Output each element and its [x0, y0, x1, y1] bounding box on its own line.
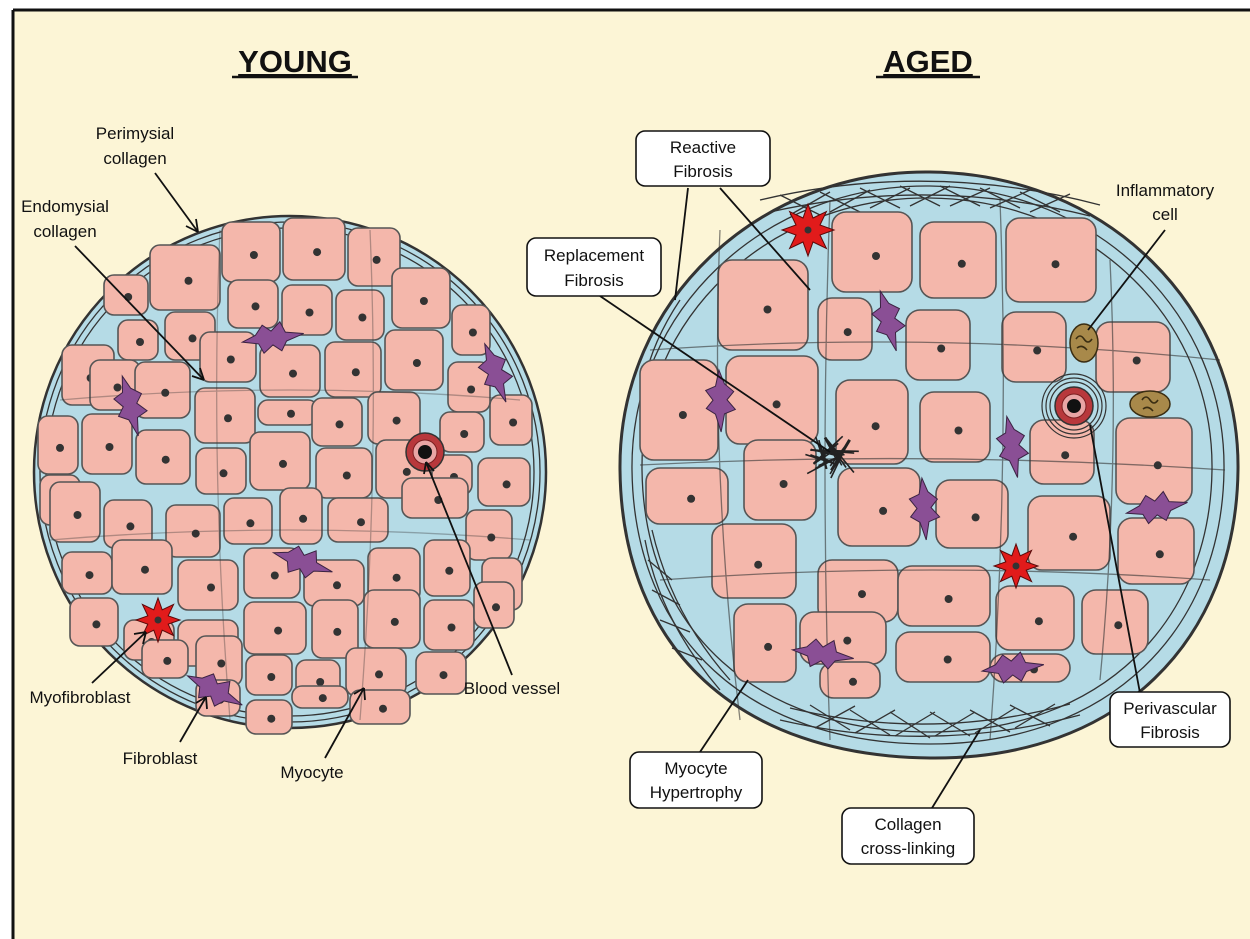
myocyte-icon — [744, 440, 816, 520]
myocyte-icon — [222, 222, 280, 282]
myocyte-icon — [734, 604, 796, 682]
replacement-label-1: Replacement — [544, 246, 644, 265]
young-tissue — [34, 216, 546, 734]
blood-vessel-label: Blood vessel — [464, 679, 560, 698]
myocyte-icon — [283, 218, 345, 280]
myocyte-icon — [838, 468, 920, 546]
myocyte-icon — [364, 590, 420, 648]
myocyte-icon — [832, 212, 912, 292]
myocyte-icon — [392, 268, 450, 328]
crosslinking-label-2: cross-linking — [861, 839, 955, 858]
fibroblast-label: Fibroblast — [123, 749, 198, 768]
myocyte-icon — [1030, 420, 1094, 484]
myocyte-icon — [112, 540, 172, 594]
endomysial-label-1: Endomysial — [21, 197, 109, 216]
myocyte-icon — [1116, 418, 1192, 504]
myocyte-icon — [896, 632, 990, 682]
inflammatory-label-1: Inflammatory — [1116, 181, 1215, 200]
inflammatory-cell-icon — [1130, 391, 1170, 417]
myocyte-icon — [1096, 322, 1170, 392]
myocyte-icon — [996, 586, 1074, 650]
replacement-label-2: Fibrosis — [564, 271, 624, 290]
myocyte-icon — [920, 222, 996, 298]
inflammatory-cell-icon — [1070, 324, 1098, 362]
myocyte-icon — [640, 360, 718, 460]
myofibroblast-label: Myofibroblast — [29, 688, 130, 707]
inflammatory-label-2: cell — [1152, 205, 1178, 224]
myocyte-icon — [1028, 496, 1110, 570]
myocyte-icon — [1006, 218, 1096, 302]
perivascular-label-2: Fibrosis — [1140, 723, 1200, 742]
myocyte-icon — [726, 356, 818, 444]
myocyte-icon — [920, 392, 990, 462]
myocyte-label: Myocyte — [280, 763, 343, 782]
myocyte-icon — [385, 330, 443, 390]
myocyte-icon — [898, 566, 990, 626]
myocyte-icon — [150, 245, 220, 310]
myocyte-icon — [646, 468, 728, 524]
myocyte-icon — [936, 480, 1008, 548]
reactive-label-2: Fibrosis — [673, 162, 733, 181]
aged-heading: AGED — [883, 44, 973, 79]
crosslinking-label-1: Collagen — [874, 815, 941, 834]
perimysial-label-2: collagen — [103, 149, 166, 168]
reactive-label-1: Reactive — [670, 138, 736, 157]
young-heading: YOUNG — [238, 44, 352, 79]
perimysial-label-1: Perimysial — [96, 124, 174, 143]
hypertrophy-label-1: Myocyte — [664, 759, 727, 778]
myocyte-icon — [906, 310, 970, 380]
myocyte-icon — [1118, 518, 1194, 584]
myocyte-icon — [1082, 590, 1148, 654]
perivascular-label-1: Perivascular — [1123, 699, 1217, 718]
hypertrophy-label-2: Hypertrophy — [650, 783, 743, 802]
myocyte-icon — [195, 388, 255, 443]
aged-tissue — [620, 172, 1238, 758]
myocyte-icon — [250, 432, 310, 490]
myocyte-icon — [244, 602, 306, 654]
endomysial-label-2: collagen — [33, 222, 96, 241]
